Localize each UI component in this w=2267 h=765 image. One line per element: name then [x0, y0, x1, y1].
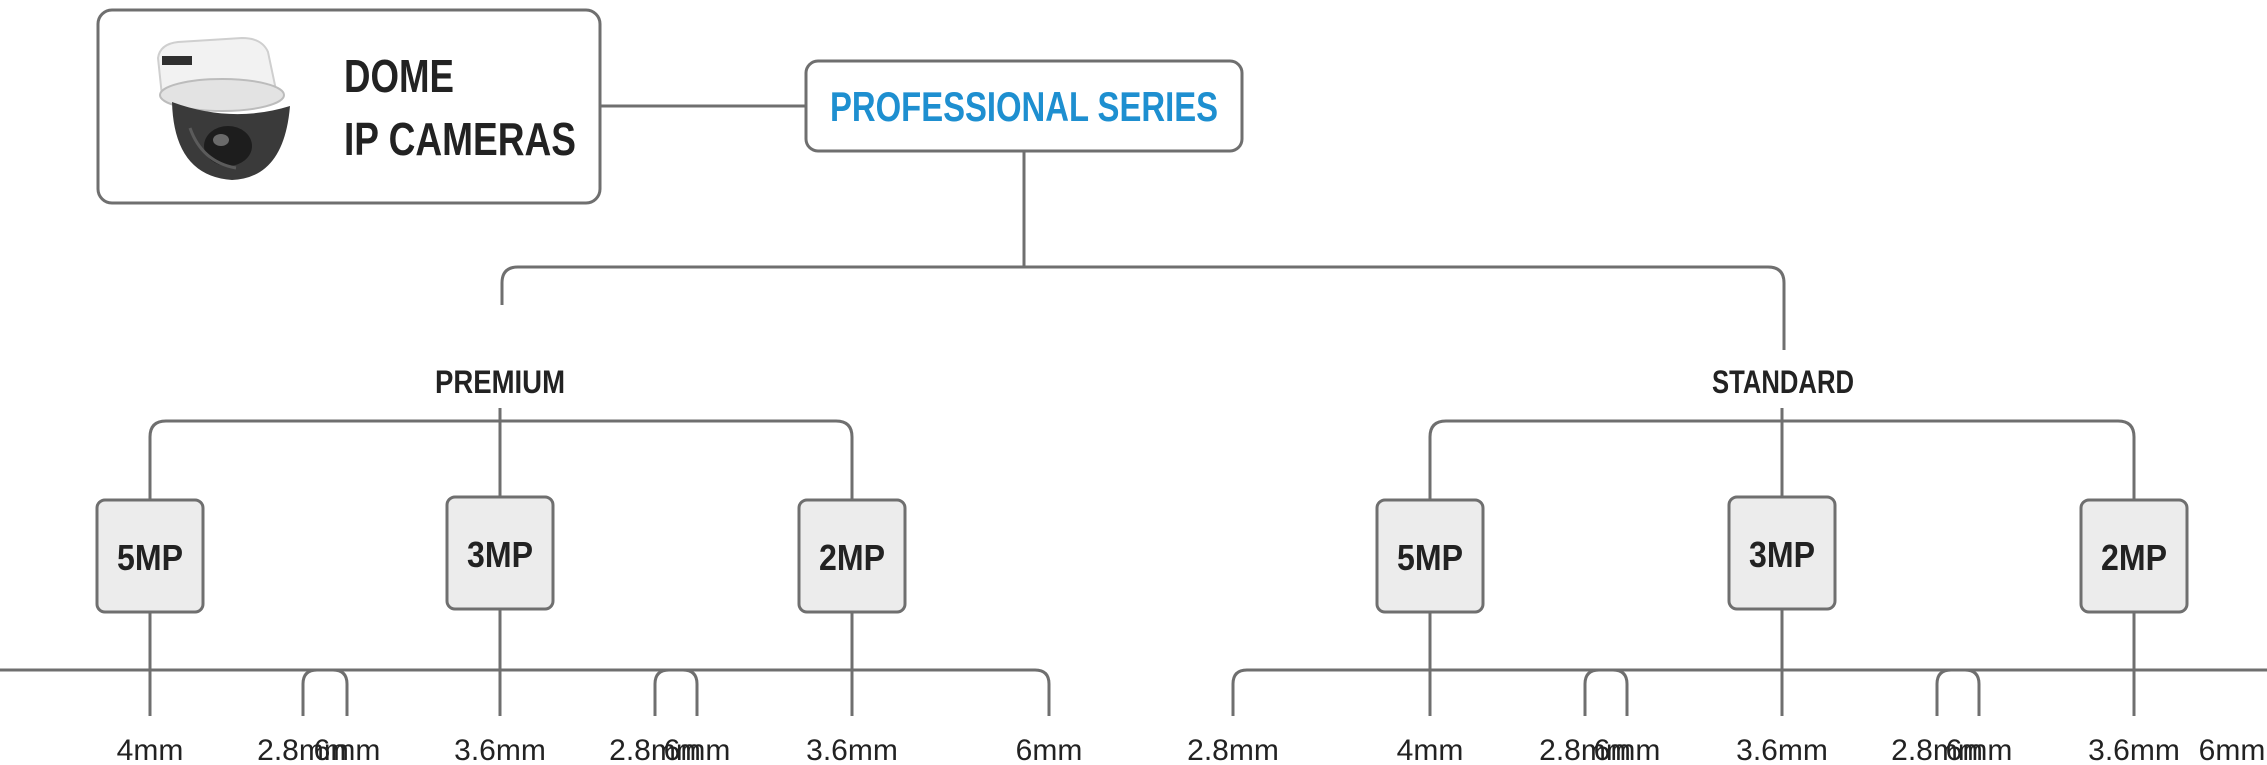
lens-labels: 2.8mm4mm6mm2.8mm3.6mm6mm2.8mm3.6mm6mm2.8…: [117, 734, 2266, 765]
lens-label: 2.8mm: [609, 734, 701, 765]
resolution-label: 2MP: [819, 537, 885, 578]
series-title: PROFESSIONAL SERIES: [830, 83, 1218, 130]
lens-label: 4mm: [1397, 734, 1464, 765]
resolution-box-standard-3mp: 3MP: [1727, 495, 1837, 611]
connector-line: [301, 668, 699, 716]
connector-line: [1583, 668, 1981, 716]
resolution-box-premium-5mp: 5MP: [95, 498, 205, 614]
lens-label: 3.6mm: [1736, 734, 1828, 765]
resolution-box-standard-5mp: 5MP: [1375, 498, 1485, 614]
lens-label: 6mm: [314, 734, 381, 765]
connector-line: [0, 668, 349, 716]
branch-label-premium: PREMIUM: [435, 364, 565, 400]
connector-line: [1231, 668, 1629, 716]
lens-label: 2.8mm: [1539, 734, 1631, 765]
lens-label: 6mm: [2199, 734, 2266, 765]
lens-label: 3.6mm: [454, 734, 546, 765]
product-card: DOME IP CAMERAS: [96, 8, 602, 205]
resolution-label: 5MP: [117, 537, 183, 578]
resolution-label: 5MP: [1397, 537, 1463, 578]
product-title-line2: IP CAMERAS: [344, 113, 576, 165]
dome-camera-icon: [156, 36, 290, 180]
product-title-line1: DOME: [344, 50, 454, 102]
resolution-label: 3MP: [1749, 534, 1815, 575]
resolution-box-premium-2mp: 2MP: [797, 498, 907, 614]
series-box: PROFESSIONAL SERIES: [804, 59, 1244, 153]
connector-line: [148, 419, 854, 500]
connector-line: [1428, 419, 2136, 500]
lens-label: 6mm: [664, 734, 731, 765]
lens-label: 6mm: [1594, 734, 1661, 765]
branch-label-standard: STANDARD: [1712, 364, 1854, 400]
lens-connectors: [0, 609, 2267, 716]
resolution-label: 2MP: [2101, 537, 2167, 578]
connector-line: [500, 265, 1786, 350]
resolution-box-premium-3mp: 3MP: [445, 495, 555, 611]
connector-line: [1935, 668, 2267, 716]
connector-line: [653, 668, 1051, 716]
lens-label: 4mm: [117, 734, 184, 765]
resolution-label: 3MP: [467, 534, 533, 575]
lens-label: 2.8mm: [1891, 734, 1983, 765]
lens-label: 3.6mm: [806, 734, 898, 765]
lens-label: 6mm: [1946, 734, 2013, 765]
lens-label: 3.6mm: [2088, 734, 2180, 765]
lens-label: 2.8mm: [1187, 734, 1279, 765]
resolution-box-standard-2mp: 2MP: [2079, 498, 2189, 614]
lens-label: 6mm: [1016, 734, 1083, 765]
lens-label: 2.8mm: [257, 734, 349, 765]
